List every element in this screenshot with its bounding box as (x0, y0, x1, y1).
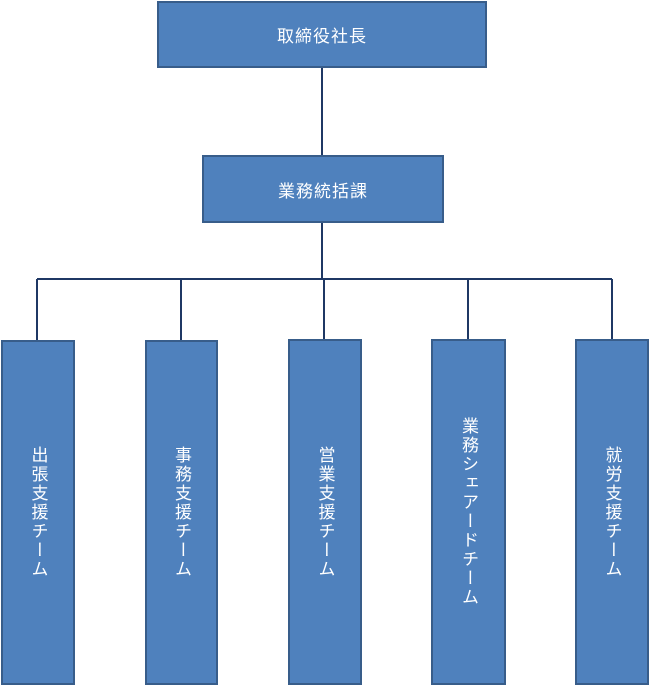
org-box-general-affairs-label: 業務統括課 (278, 181, 368, 202)
team-label: 営業支援チーム (314, 445, 335, 579)
team-label: 事務支援チーム (171, 446, 191, 579)
team-label: 就労支援チーム (601, 445, 622, 579)
org-box-president: 取締役社長 (157, 1, 487, 68)
org-box-team-office-support: 事務支援チーム (145, 340, 218, 685)
team-label: 業務シェアードチーム (458, 417, 478, 607)
org-box-team-sales-support: 営業支援チーム (288, 339, 362, 685)
org-box-general-affairs: 業務統括課 (202, 155, 444, 223)
org-box-team-employment-support: 就労支援チーム (575, 339, 649, 685)
org-box-president-label: 取締役社長 (277, 27, 367, 47)
team-label: 出張支援チーム (27, 446, 48, 579)
org-box-team-shared-services: 業務シェアードチーム (431, 339, 506, 685)
org-box-team-business-trip: 出張支援チーム (1, 340, 75, 685)
